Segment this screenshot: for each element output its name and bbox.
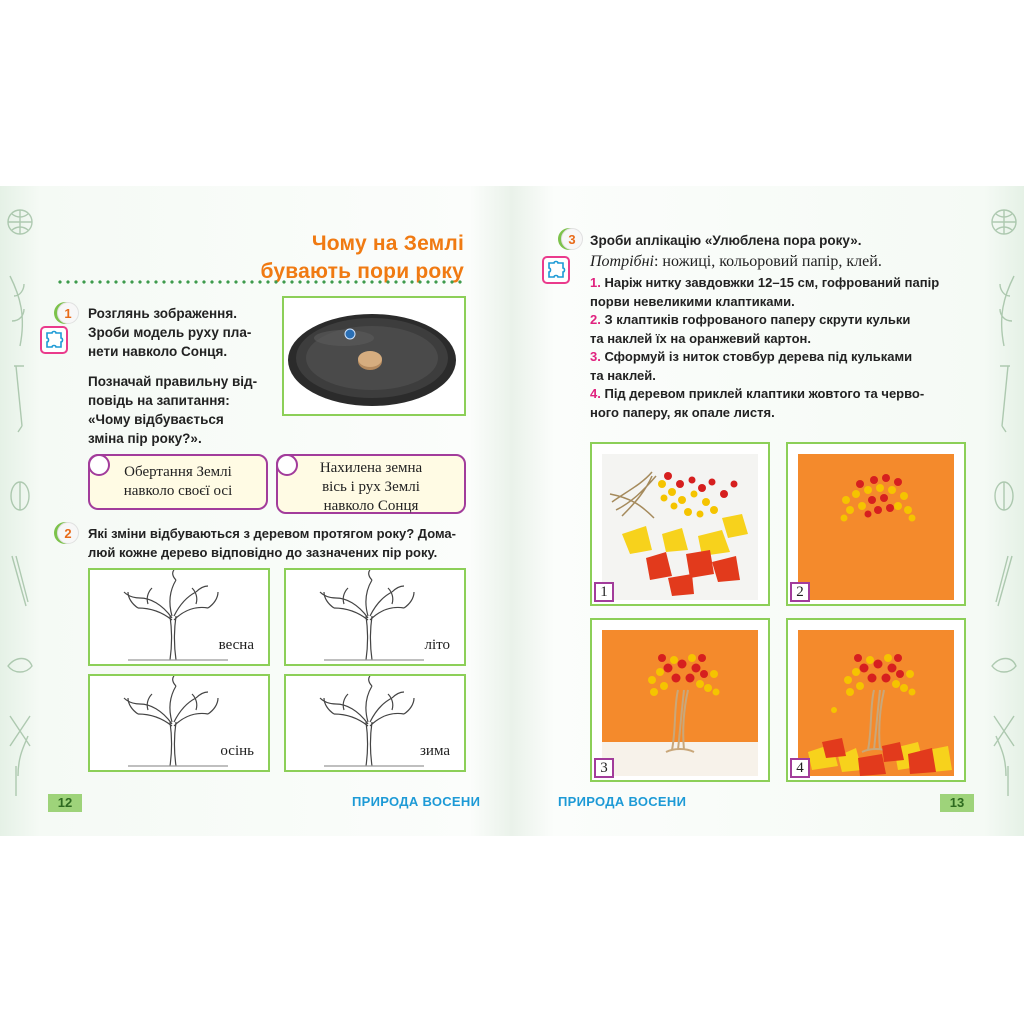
dotted-divider xyxy=(56,280,466,284)
footer-section-title-right: ПРИРОДА ВОСЕНИ xyxy=(558,794,687,809)
tree-with-trunk-image xyxy=(602,630,758,776)
season-label-summer: літо xyxy=(422,637,452,654)
task-number-3: 3 xyxy=(558,228,583,250)
step-4: 4. Під деревом приклей клаптики жовтого … xyxy=(590,386,925,401)
tree-box-summer[interactable]: літо xyxy=(284,568,466,666)
season-label-autumn: осінь xyxy=(218,743,256,760)
page-number-left: 12 xyxy=(48,794,82,812)
textbook-spread: Чому на Землі бувають пори року 1 Розгля… xyxy=(0,186,1024,836)
answer-checkbox-1[interactable] xyxy=(88,454,110,476)
season-label-winter: зима xyxy=(418,743,452,760)
page-13: 3 Зроби аплікацію «Улюблена пора року». … xyxy=(512,186,1024,836)
step-photo-4: 4 xyxy=(786,618,966,782)
margin-doodles-icon xyxy=(991,209,1017,796)
step-1: 1. Наріж нитку завдовжки 12–15 см, гофро… xyxy=(590,275,940,290)
answer-checkbox-2[interactable] xyxy=(276,454,298,476)
step-2: 2. З клаптиків гофрованого паперу скрути… xyxy=(590,312,911,327)
bare-tree-icon xyxy=(319,569,424,661)
tree-box-autumn[interactable]: осінь xyxy=(88,674,270,772)
answer-option-2[interactable]: Нахилена земна вісь і рух Землі навколо … xyxy=(276,454,466,514)
puzzle-icon xyxy=(40,326,68,354)
task2-instructions: Які зміни відбуваються з деревом протяго… xyxy=(88,526,456,560)
paper-scraps-image xyxy=(602,454,758,600)
puzzle-icon xyxy=(542,256,570,284)
step-photo-number-3: 3 xyxy=(594,758,614,778)
pan-model-photo xyxy=(282,296,466,416)
task-number-1: 1 xyxy=(54,302,79,324)
step-3: 3. Сформуй із ниток стовбур дерева під к… xyxy=(590,349,913,364)
materials-needed: Потрібні: ножиці, кольоровий папір, клей… xyxy=(590,253,882,270)
margin-doodles-icon xyxy=(7,209,33,796)
step-photo-number-2: 2 xyxy=(790,582,810,602)
answer-option-1[interactable]: Обертання Землі навколо своєї осі xyxy=(88,454,268,510)
footer-section-title-left: ПРИРОДА ВОСЕНИ xyxy=(352,794,481,809)
task1-instructions: Розглянь зображення. Зроби модель руху п… xyxy=(88,306,252,359)
frying-pan-image xyxy=(288,314,456,406)
page-title: Чому на Землі бувають пори року xyxy=(260,232,464,283)
step-list: 1. Наріж нитку завдовжки 12–15 см, гофро… xyxy=(590,274,990,422)
bare-tree-icon xyxy=(123,569,228,661)
task3-title: Зроби аплікацію «Улюблена пора року». xyxy=(590,233,862,248)
step-photo-number-1: 1 xyxy=(594,582,614,602)
step-photo-1: 1 xyxy=(590,442,770,606)
season-label-spring: весна xyxy=(216,637,256,654)
bare-tree-icon xyxy=(123,675,228,767)
page-12: Чому на Землі бувають пори року 1 Розгля… xyxy=(0,186,512,836)
task-number-2: 2 xyxy=(54,522,79,544)
tree-box-winter[interactable]: зима xyxy=(284,674,466,772)
page-number-right: 13 xyxy=(940,794,974,812)
task1-question: Позначай правильну від- повідь на запита… xyxy=(88,374,258,446)
orange-card-balls-image xyxy=(798,454,954,600)
bare-tree-icon xyxy=(319,675,424,767)
step-photo-2: 2 xyxy=(786,442,966,606)
tree-box-spring[interactable]: весна xyxy=(88,568,270,666)
step-photo-3: 3 xyxy=(590,618,770,782)
step-photo-number-4: 4 xyxy=(790,758,810,778)
finished-autumn-tree-image xyxy=(798,630,954,776)
